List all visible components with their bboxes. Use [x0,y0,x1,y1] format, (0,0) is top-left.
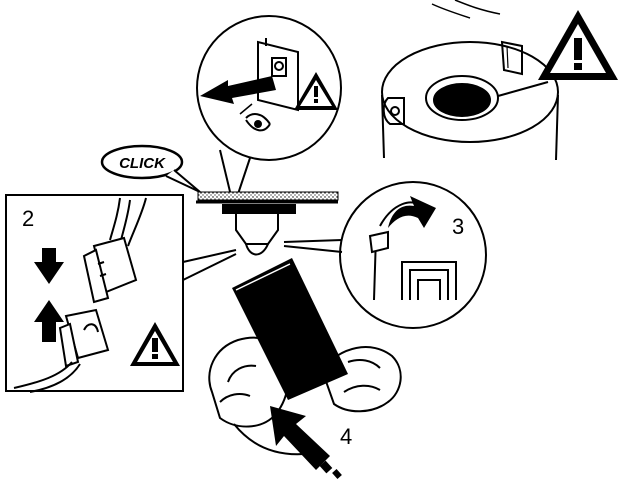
step-2-panel: 2 [6,195,236,391]
arrow-icon [200,76,276,104]
warning-triangle-icon [538,10,618,80]
mounting-plate [196,192,338,255]
click-callout: CLICK [102,146,200,192]
cylinder-device [382,0,558,160]
step-3-number: 3 [452,214,464,239]
step-4-number: 4 [340,424,352,449]
click-text: CLICK [119,155,166,172]
step-2-number: 2 [22,206,34,231]
eye-icon [240,104,270,130]
warning-triangle-icon [294,72,338,110]
curved-arrow-icon [388,196,436,228]
push-arrow-icon [270,406,342,479]
